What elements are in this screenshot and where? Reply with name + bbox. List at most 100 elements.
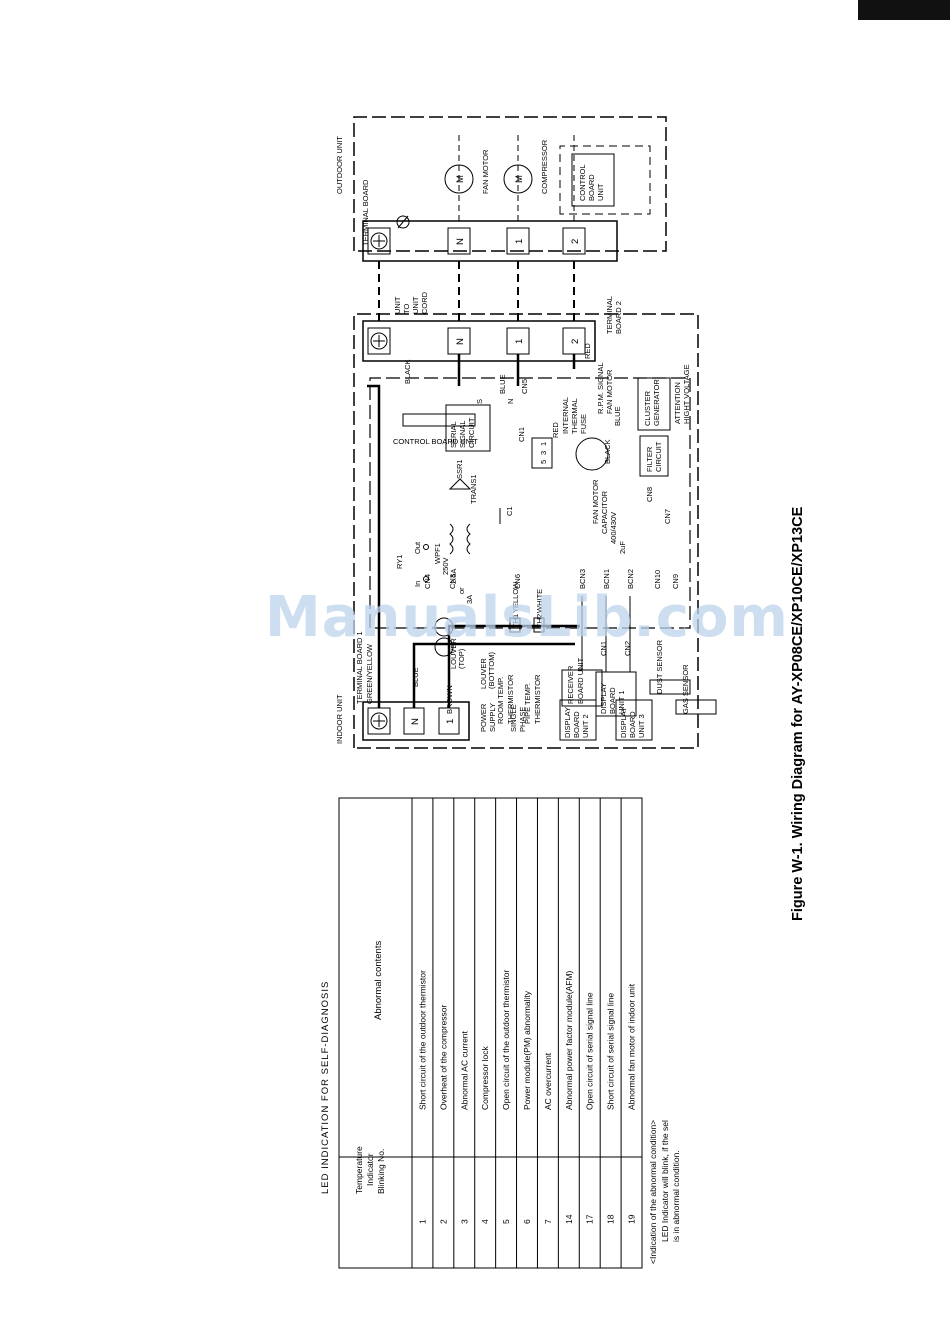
single-phase-l1: SINGLE	[509, 704, 518, 732]
cn6-label: CN6	[513, 574, 522, 589]
tb2-terminal-1-label: 1	[514, 339, 525, 344]
green-yellow-label: GREEN/YELLOW	[365, 643, 374, 704]
wpf-l3: 2.5A	[449, 569, 458, 584]
od-control-l2: BOARD	[587, 174, 596, 201]
earth-wire	[367, 384, 381, 708]
cn1-pin-1: 1	[539, 442, 548, 446]
tb1-terminal-n-label: N	[410, 718, 421, 725]
outdoor-terminal-board-label: TERMINAL BOARD	[361, 179, 370, 246]
attention-l2: HIGHT VOLTAGE	[682, 364, 691, 424]
trans1-coil-2	[466, 523, 471, 555]
serial-l1: SERIAL	[449, 421, 458, 448]
outdoor-control-dashed-box	[559, 145, 651, 215]
led-row-content: Compressor lock	[480, 1045, 490, 1110]
led-row-number: 5	[501, 1219, 511, 1224]
od-earth-icon	[370, 232, 388, 250]
display-board-unit-3	[615, 699, 653, 741]
tb2-terminal-n-label: N	[455, 338, 466, 345]
serial-pin-s: S	[475, 399, 484, 404]
cord-l2: TO	[402, 304, 411, 314]
led-header-2: Abnormal contents	[373, 941, 384, 1020]
display2-l3: UNIT 2	[581, 714, 590, 738]
led-table-border	[338, 797, 643, 1269]
outdoor-ground-icon	[396, 215, 410, 229]
louver-bottom-l1: LOUVER	[479, 658, 488, 689]
outdoor-unit-label: OUTDOOR UNIT	[335, 136, 344, 194]
indoor-unit: INDOOR UNIT TERMINAL BOARD 1 GREEN/YELLO…	[335, 296, 717, 749]
internal-fuse-l2: THERMAL	[570, 398, 579, 434]
led-row-content: AC overcurrent	[543, 1052, 553, 1110]
tb1-terminal-1-label: 1	[445, 719, 456, 724]
power-supply-l2: SUPPLY	[488, 703, 497, 732]
od-terminal-1	[506, 227, 530, 255]
outdoor-terminal-board	[362, 220, 618, 262]
led-note-title-text: Indication of the abnormal condition	[648, 1125, 658, 1259]
control-board-unit	[369, 377, 691, 629]
pipe-temp-l2: THERMISTOR	[533, 674, 542, 724]
single-phase-l2: PHASE	[518, 707, 527, 732]
cluster-l2: GENERATOR	[652, 379, 661, 426]
louver-bottom-motor-icon	[434, 637, 454, 657]
indoor-fan-motor-icon	[575, 437, 609, 471]
yellow-label: YELLOW	[511, 581, 520, 613]
bcn2-label: BCN2	[626, 569, 635, 589]
led-row-number: 18	[606, 1214, 616, 1224]
display2-l2: BOARD	[572, 711, 581, 738]
serial-l2: SIGNAL	[458, 420, 467, 448]
fan-cap-l4: 2uF	[618, 541, 627, 554]
fan-cap-l3: 400/430V	[609, 512, 618, 544]
led-note-title: <Indication of the abnormal condition>	[648, 1120, 658, 1264]
led-row-number: 17	[585, 1214, 595, 1224]
wpf-l2: 250V	[441, 557, 450, 575]
compressor-label: COMPRESSOR	[540, 139, 549, 194]
display3-l3: UNIT 3	[637, 714, 646, 738]
led-table: LED INDICATION FOR SELF-DIAGNOSIS Temper…	[320, 797, 681, 1269]
ssr1-symbol	[448, 478, 472, 490]
cn1-b-label: CN1	[599, 641, 608, 656]
led-row-number: 3	[459, 1219, 469, 1224]
terminal-board-2	[362, 320, 596, 362]
rpm-l2: FAN MOTOR	[605, 369, 614, 414]
outdoor-control-board	[571, 153, 615, 207]
in-label: In	[413, 581, 422, 587]
th2-label: TH2	[535, 614, 544, 628]
ssr1-label: SSR1	[455, 459, 464, 479]
cord-l1: UNIT	[393, 296, 402, 314]
outdoor-unit: OUTDOOR UNIT TERMINAL BOARD N 1 2 M FAN …	[335, 116, 667, 262]
display3-l2: BOARD	[628, 711, 637, 738]
cn7-label: CN7	[663, 509, 672, 524]
led-row-number: 7	[543, 1219, 553, 1224]
led-row-content: Abnormal fan motor of indoor unit	[627, 983, 637, 1110]
led-row-number: 4	[480, 1219, 490, 1224]
tb2-earth-icon	[370, 332, 388, 350]
outdoor-ground-mark	[397, 215, 409, 229]
power-supply-l1: POWER	[479, 703, 488, 732]
serial-l3: CIRCUIT	[467, 417, 476, 448]
ry1-label: RY1	[395, 555, 404, 569]
fan-cap-l2: CAPACITOR	[600, 490, 609, 534]
relay-out-contact	[423, 544, 429, 550]
white-label: WHITE	[535, 589, 544, 613]
filter-l2: CIRCUIT	[654, 441, 663, 472]
louver-top-l1: LOUVER	[449, 638, 458, 669]
dust-sensor-label: DUST SENSOR	[655, 639, 664, 694]
louver-bottom-l2: (BOTTOM)	[487, 652, 496, 689]
tb2-label-l1: TERMINAL	[605, 296, 614, 334]
serial-signal-circuit	[445, 404, 491, 452]
figure-caption: Figure W-1. Wiring Diagram for AY-XP08CE…	[790, 506, 806, 921]
terminal-board-1	[362, 701, 470, 741]
cn1-pin-5: 5	[539, 460, 548, 464]
indoor-unit-label: INDOOR UNIT	[335, 694, 344, 744]
wpf-l1: WPF1	[433, 543, 442, 564]
unit-to-unit-cord: UNIT TO UNIT CORD	[378, 261, 575, 321]
led-row-content: Abnormal AC current	[459, 1030, 469, 1110]
display1-l1: DISPLAY	[599, 683, 608, 714]
led-row-content: Short circuit of serial signal line	[606, 993, 616, 1110]
tb2-terminal-2-label: 2	[570, 339, 581, 344]
cn2-b-label: CN2	[623, 641, 632, 656]
room-temp-l2: THERMISTOR	[506, 674, 515, 724]
blue-wire-label: BLUE	[411, 667, 420, 687]
